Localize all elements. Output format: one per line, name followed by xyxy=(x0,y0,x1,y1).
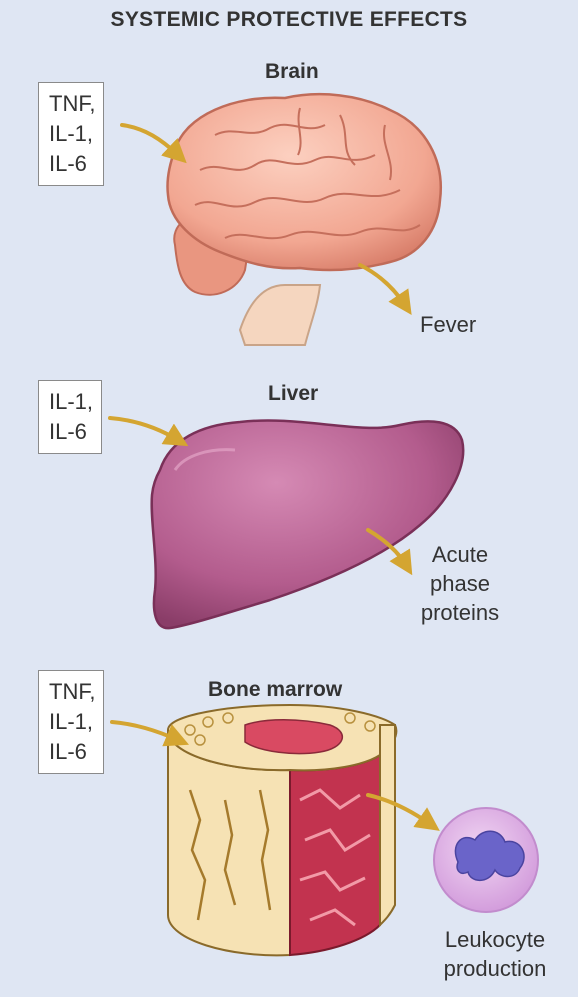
bone-marrow-label: Bone marrow xyxy=(208,678,342,702)
bone-marrow-cytokine-box: TNF, IL-1, IL-6 xyxy=(38,670,104,774)
cytokine-label: TNF, xyxy=(49,89,95,119)
brain-stem xyxy=(240,285,320,345)
bone-marrow-illustration xyxy=(168,705,396,955)
cytokine-label: IL-1, xyxy=(49,707,95,737)
acute-phase-effect-label: Acute phase proteins xyxy=(405,540,515,627)
leukocyte-illustration xyxy=(434,808,538,912)
cytokine-label: IL-1, xyxy=(49,119,95,149)
effect-line: phase xyxy=(405,569,515,598)
fever-effect-label: Fever xyxy=(420,310,476,339)
brain-cerebrum xyxy=(167,94,440,270)
arrow-cytokines-to-liver xyxy=(110,418,178,440)
brain-cytokine-box: TNF, IL-1, IL-6 xyxy=(38,82,104,186)
leukocyte-effect-label: Leukocyte production xyxy=(425,925,565,983)
cytokine-label: IL-6 xyxy=(49,417,93,447)
cytokine-label: TNF, xyxy=(49,677,95,707)
liver-label: Liver xyxy=(268,382,318,406)
effect-line: Acute xyxy=(405,540,515,569)
cytokine-label: IL-6 xyxy=(49,737,95,767)
brain-label: Brain xyxy=(265,60,319,84)
effect-line: proteins xyxy=(405,598,515,627)
cytokine-label: IL-1, xyxy=(49,387,93,417)
effect-line: production xyxy=(425,954,565,983)
liver-cytokine-box: IL-1, IL-6 xyxy=(38,380,102,454)
arrow-brain-to-fever xyxy=(360,265,405,305)
effect-line: Leukocyte xyxy=(425,925,565,954)
bone-cut-face xyxy=(290,755,380,955)
effect-line: Fever xyxy=(420,312,476,337)
cytokine-label: IL-6 xyxy=(49,149,95,179)
brain-illustration xyxy=(167,94,440,345)
arrow-cytokines-to-brain xyxy=(122,125,178,155)
